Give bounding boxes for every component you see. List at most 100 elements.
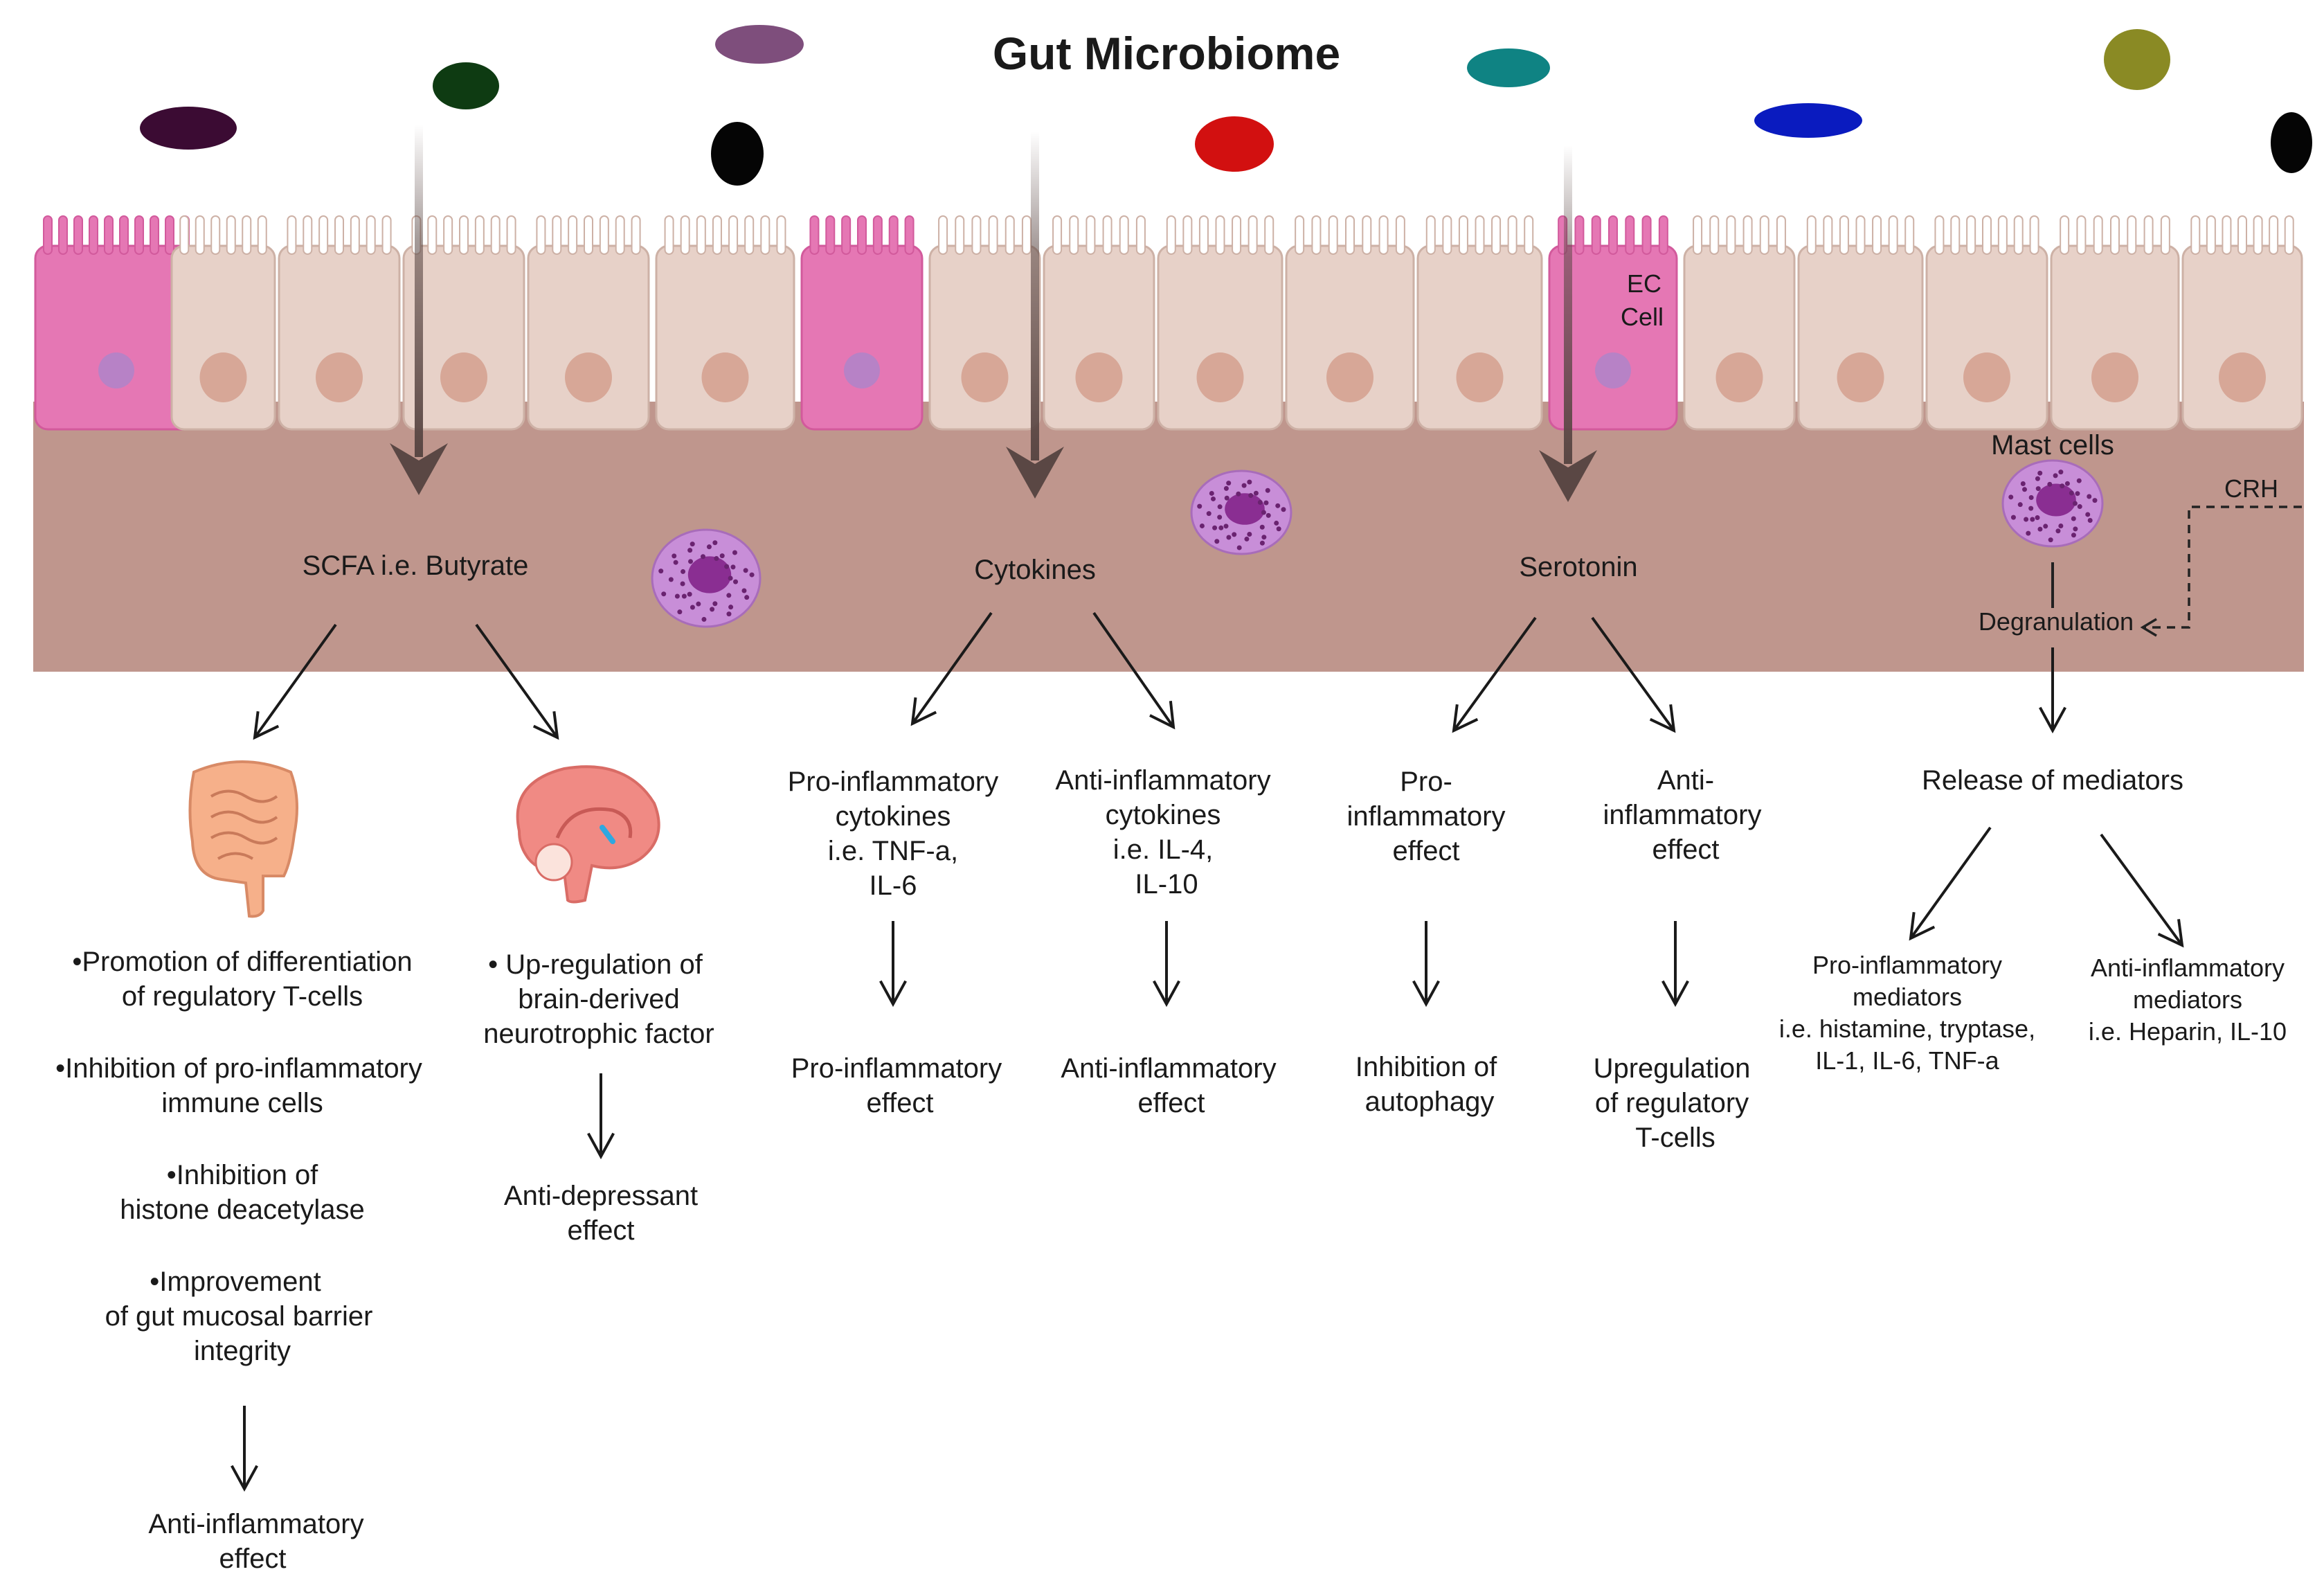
mast-cell (2001, 459, 2104, 548)
bullet-text: integrity (194, 1336, 291, 1366)
serotonin-left-name: inflammatory (1347, 801, 1506, 832)
cytokines-left-name: IL-6 (870, 870, 917, 901)
bacterium-dark-green (433, 62, 499, 109)
scfa-left-effect: effect (219, 1544, 286, 1574)
flow-arrow (2039, 647, 2066, 734)
scfa-right-effect: Anti-depressant (504, 1181, 698, 1211)
cell-nucleus (1456, 352, 1504, 402)
serotonin-left-effect: Inhibition of (1355, 1052, 1497, 1082)
cytokines-right-name: cytokines (1106, 800, 1221, 830)
flow-arrow (475, 623, 559, 740)
cell-nucleus (701, 352, 749, 402)
goblet-cell (800, 215, 924, 431)
cytokines-right-name: IL-10 (1135, 869, 1198, 900)
main-arrow (1006, 132, 1064, 499)
bullet-text: histone deacetylase (120, 1195, 365, 1225)
mast-right-name: i.e. Heparin, IL-10 (2089, 1017, 2287, 1046)
cytokines-left-name: Pro-inflammatory (788, 767, 999, 797)
serotonin-left-name: Pro- (1400, 767, 1452, 797)
cytokines-left-name: cytokines (836, 801, 951, 832)
flow-arrow (1092, 611, 1175, 730)
mast-right-name: mediators (2133, 985, 2242, 1014)
bacteria-group (140, 25, 2312, 186)
scfa-left-effect: Anti-inflammatory (148, 1509, 363, 1539)
cytokines-right-name: Anti-inflammatory (1055, 765, 1270, 796)
cytokines-right-effect: effect (1137, 1088, 1205, 1118)
bullet-text: of gut mucosal barrier (105, 1301, 373, 1332)
brain-icon (516, 765, 660, 904)
degranulation-label: Degranulation (1979, 607, 2134, 636)
serotonin-left-effect: autophagy (1365, 1086, 1495, 1117)
serotonin-right-effect: of regulatory (1595, 1088, 1749, 1118)
enterocyte-cell (1157, 215, 1283, 431)
scfa-left-bullets: •Promotion of differentiation of regulat… (55, 947, 422, 1366)
flow-arrow (1591, 616, 1676, 733)
cell-nucleus (440, 352, 487, 402)
main-arrow (390, 125, 448, 495)
bacterium-black-1 (711, 122, 764, 186)
serotonin-right-name: Anti- (1657, 765, 1714, 796)
cytokines-left-effect: Pro-inflammatory (791, 1053, 1002, 1084)
flow-arrow (1909, 826, 1992, 941)
serotonin-left-name: effect (1392, 836, 1459, 866)
cytokines-right-effect: Anti-inflammatory (1061, 1053, 1276, 1084)
branch-arrows (231, 611, 2184, 1492)
ec-cell-label: Cell (1621, 303, 1664, 331)
cell-nucleus (1196, 352, 1244, 402)
cell-nucleus (2091, 352, 2138, 402)
cytokines-label: Cytokines (974, 555, 1096, 585)
crh-label: CRH (2224, 474, 2278, 503)
mast-left-name: i.e. histamine, tryptase, (1779, 1014, 2035, 1043)
mast-cells-group (651, 459, 2104, 628)
enterocyte-cell (1683, 215, 1796, 431)
flow-arrow (2100, 833, 2184, 948)
flow-arrow (1153, 921, 1180, 1008)
cytokines-right-name: i.e. IL-4, (1113, 834, 1214, 865)
flow-arrow (587, 1073, 615, 1160)
release-mediators-label: Release of mediators (1922, 765, 2183, 796)
enterocyte-cell (1416, 215, 1543, 431)
bullet-text: •Inhibition of (167, 1160, 318, 1190)
flow-arrow (1452, 616, 1537, 733)
enterocyte-cell (1797, 215, 1924, 431)
enterocyte-cell (655, 215, 795, 431)
mast-left-name: IL-1, IL-6, TNF-a (1815, 1046, 1999, 1075)
flow-arrow (879, 921, 907, 1008)
scfa-right-bullet: brain-derived (518, 984, 679, 1014)
enterocyte-cell (170, 215, 276, 431)
lamina-propria (33, 402, 2304, 672)
mast-cell (651, 528, 762, 628)
bacterium-olive (2104, 29, 2170, 90)
cell-nucleus (1715, 352, 1763, 402)
flow-arrow (1412, 921, 1440, 1008)
scfa-right-bullet: neurotrophic factor (483, 1019, 714, 1049)
serotonin-right-name: effect (1652, 834, 1719, 865)
cell-nucleus (199, 352, 247, 402)
flow-arrow (231, 1406, 258, 1492)
cytokines-left-name: i.e. TNF-a, (828, 836, 958, 866)
cell-nucleus (844, 352, 880, 388)
cell-nucleus (1595, 352, 1631, 388)
cytokines-left-effect: effect (866, 1088, 933, 1118)
bacterium-mauve (715, 25, 804, 64)
cell-nucleus (316, 352, 363, 402)
enterocyte-cell (1925, 215, 2048, 431)
scfa-right-effect: effect (567, 1215, 634, 1246)
enterocyte-cell (1285, 215, 1415, 431)
bullet-text: immune cells (161, 1088, 323, 1118)
goblet-cell (34, 215, 199, 431)
bullet-text: •Improvement (150, 1267, 321, 1297)
diagram-title: Gut Microbiome (993, 28, 1340, 79)
mast-left-name: mediators (1853, 983, 1962, 1011)
enterocyte-cell (527, 215, 650, 431)
enterocyte-cell (2181, 215, 2303, 431)
mast-cell (1190, 469, 1292, 555)
scfa-label: SCFA i.e. Butyrate (303, 551, 529, 581)
bacterium-red (1195, 116, 1274, 172)
enterocyte-cell (1043, 215, 1155, 431)
main-arrow (1539, 145, 1597, 502)
cell-nucleus (961, 352, 1009, 402)
enterocyte-cell (278, 215, 401, 431)
bacterium-blue (1754, 103, 1862, 138)
